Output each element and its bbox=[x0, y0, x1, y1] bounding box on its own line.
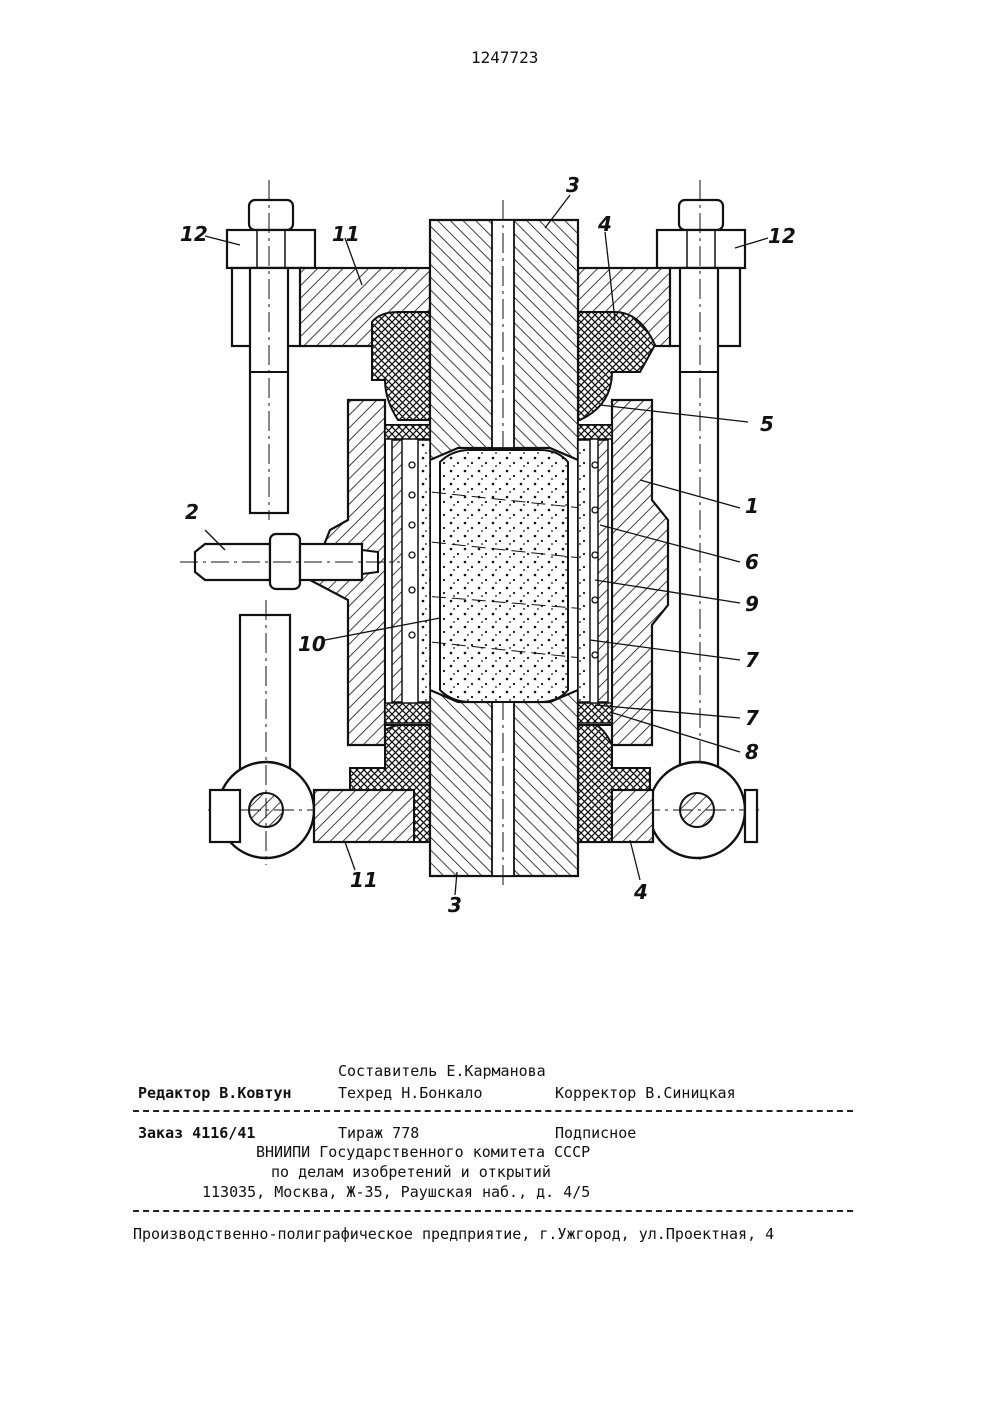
callout-3-top: 3 bbox=[566, 173, 580, 197]
plunger-3-top bbox=[430, 200, 578, 460]
callout-7a: 7 bbox=[745, 648, 759, 672]
order-line: Заказ 4116/41 bbox=[138, 1124, 255, 1142]
callout-9: 9 bbox=[745, 592, 759, 616]
divider-bottom bbox=[133, 1210, 853, 1212]
editor-line: Редактор В.Ковтун bbox=[138, 1084, 292, 1102]
circulation-line: Тираж 778 bbox=[338, 1124, 419, 1142]
callout-7b: 7 bbox=[745, 706, 759, 730]
subscription-line: Подписное bbox=[555, 1124, 636, 1142]
callout-12-left: 12 bbox=[180, 222, 208, 246]
callout-1: 1 bbox=[745, 494, 759, 518]
callout-12-right: 12 bbox=[768, 224, 796, 248]
callout-6: 6 bbox=[745, 550, 759, 574]
technical-drawing bbox=[0, 0, 1000, 1000]
plunger-3-bottom bbox=[430, 690, 578, 890]
printer-line: Производственно-полиграфическое предприя… bbox=[133, 1225, 774, 1243]
callout-4-bottom: 4 bbox=[634, 880, 648, 904]
org-line-1: ВНИИПИ Государственного комитета СССР bbox=[256, 1143, 590, 1161]
powder-charge-10 bbox=[412, 450, 600, 702]
techred-line: Техред Н.Бонкало bbox=[338, 1084, 483, 1102]
callout-8: 8 bbox=[745, 740, 759, 764]
address-line: 113035, Москва, Ж-35, Раушская наб., д. … bbox=[202, 1183, 590, 1201]
left-nut-12 bbox=[227, 230, 315, 268]
callout-5: 5 bbox=[760, 412, 774, 436]
divider-top bbox=[133, 1110, 853, 1112]
callout-2: 2 bbox=[185, 500, 199, 524]
callout-11-top: 11 bbox=[332, 222, 360, 246]
corrector-line: Корректор В.Синицкая bbox=[555, 1084, 736, 1102]
callout-11-bottom: 11 bbox=[350, 868, 378, 892]
callout-3-bottom: 3 bbox=[448, 893, 462, 917]
callout-10: 10 bbox=[298, 632, 326, 656]
compiler-line: Составитель Е.Карманова bbox=[338, 1062, 546, 1080]
callout-4-top: 4 bbox=[598, 212, 612, 236]
org-line-2: по делам изобретений и открытий bbox=[271, 1163, 551, 1181]
right-nut-12 bbox=[657, 230, 745, 268]
